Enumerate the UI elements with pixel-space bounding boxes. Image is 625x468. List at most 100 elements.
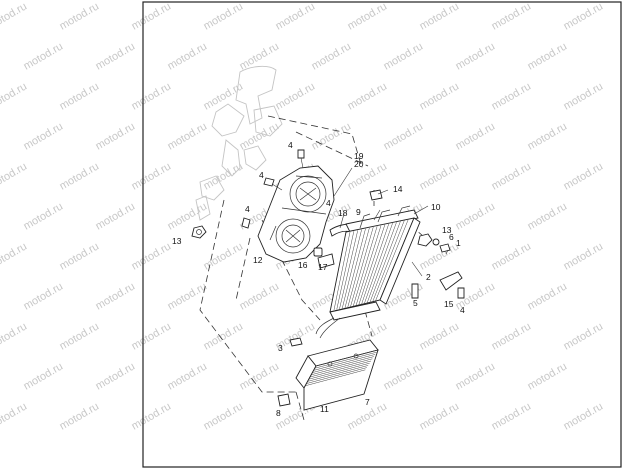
watermark-text: motod.ru [562,160,606,192]
watermark-text: motod.ru [238,280,282,312]
callout-label: 17 [318,262,328,272]
watermark-text: motod.ru [0,160,29,192]
callout-label: 1 [456,238,461,248]
watermark-text: motod.ru [202,400,246,432]
watermark-text: motod.ru [562,320,606,352]
watermark-text: motod.ru [346,80,390,112]
watermark-text: motod.ru [310,40,354,72]
watermark-text: motod.ru [94,200,138,232]
radiator-fin [333,231,351,311]
radiator-fin [369,221,401,303]
callout-label: 2 [426,272,431,282]
callout-label: 3 [278,343,283,353]
watermark-text: motod.ru [0,400,29,432]
watermark-text: motod.ru [418,400,462,432]
radiator-fin [339,230,358,309]
watermark-text: motod.ru [526,120,570,152]
callout-label: 15 [444,299,454,309]
watermark-text: motod.ru [490,160,534,192]
watermark-text: motod.ru [418,320,462,352]
watermark-text: motod.ru [166,280,210,312]
radiator-fin [364,222,393,304]
callout-label: 13 [172,236,182,246]
watermark-text: motod.ru [454,40,498,72]
callout-label: 9 [356,207,361,217]
radiator-fin [347,227,370,308]
radiator-fin [355,225,382,306]
callout-label: 18 [338,208,348,218]
callout-labels: 1 2 3 4 4 4 4 4 5 6 7 8 9 10 11 12 13 13… [172,140,465,418]
watermark-text: motod.ru [94,120,138,152]
radiator-fin [372,220,405,303]
watermark-text: motod.ru [382,40,426,72]
watermark-text: motod.ru [562,240,606,272]
cooler-fin [312,356,374,373]
watermark-text: motod.ru [490,80,534,112]
watermark-text: motod.ru [22,200,66,232]
watermark-text: motod.ru [418,0,462,32]
cooler-fin [311,358,373,376]
watermark-text: motod.ru [274,0,318,32]
radiator-fin [344,228,366,308]
watermark-text: motod.ru [202,240,246,272]
callout-label: 10 [431,202,441,212]
callout-label: 16 [298,260,308,270]
callout-label: 6 [449,232,454,242]
callout-label: 12 [253,255,263,265]
watermark-text: motod.ru [166,120,210,152]
callout-label: 4 [288,140,293,150]
watermark-text: motod.ru [130,240,174,272]
watermark-text: motod.ru [202,320,246,352]
cooler-fin [306,367,367,384]
radiator-fin [366,222,397,304]
radiator-fin [342,229,362,309]
watermark-text: motod.ru [526,360,570,392]
watermark-text: motod.ru [202,80,246,112]
watermark-text: motod.ru [58,240,102,272]
watermark-text: motod.ru [166,360,210,392]
watermark-text: motod.ru [562,0,606,32]
watermark-text: motod.ru [130,160,174,192]
cooler-fin [307,365,369,382]
callout-label: 7 [365,397,370,407]
radiator [315,205,421,339]
radiator-fin [336,231,355,310]
watermark-text: motod.ru [418,160,462,192]
watermark-text: motod.ru [58,320,102,352]
watermark-text: motod.ru [418,80,462,112]
callout-label: 13 [442,225,452,235]
radiator-fin [358,224,386,306]
radiator-fin [375,219,409,302]
watermark-text: motod.ru [526,40,570,72]
watermark-text: motod.ru [490,0,534,32]
watermark-text: motod.ru [58,80,102,112]
watermark-text: motod.ru [382,120,426,152]
radiator-fin [353,226,378,307]
watermark-text: motod.ru [0,0,29,32]
callout-label: 11 [320,404,329,414]
watermark-text: motod.ru [454,200,498,232]
ghost-engine-outline [195,65,283,221]
callout-label: 19 [354,151,364,161]
watermark-text: motod.ru [58,160,102,192]
cooler-fin [314,351,377,369]
fan-shroud [257,165,335,263]
watermark-text: motod.ru [166,40,210,72]
watermark-text: motod.ru [94,280,138,312]
callout-label: 4 [460,305,465,315]
radiator-fin [350,227,374,307]
callout-label: 4 [259,170,264,180]
callout-label: 8 [276,408,281,418]
watermark-text: motod.ru [0,240,29,272]
callout-label: 20 [354,159,364,169]
watermark-text: motod.ru [454,360,498,392]
callout-label: 5 [413,298,418,308]
callout-label: 4 [326,198,331,208]
radiator-fin [361,223,389,305]
watermark-text: motod.ru [202,160,246,192]
watermark-text: motod.ru [526,200,570,232]
watermark-text: motod.ru [238,40,282,72]
oil-cooler [295,339,379,411]
cooler-fin [308,362,370,380]
